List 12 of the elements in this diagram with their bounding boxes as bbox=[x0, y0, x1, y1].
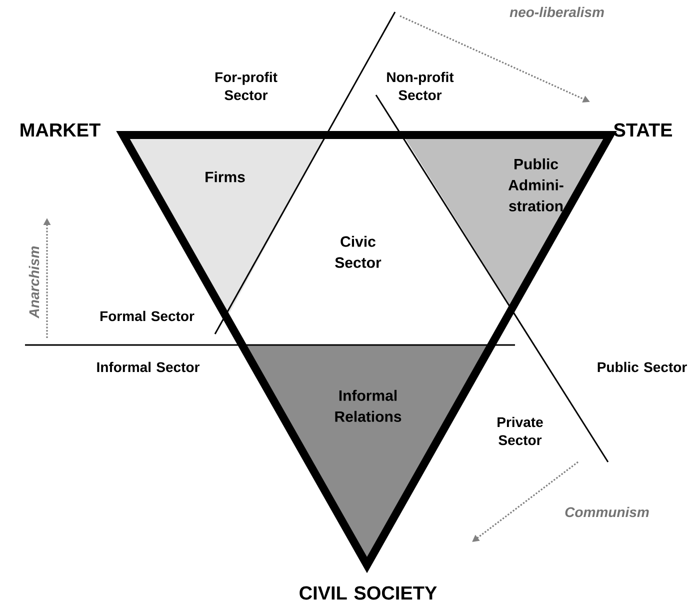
node-label: Civic Sector bbox=[335, 236, 382, 268]
sector-region: Informal Relations bbox=[242, 344, 491, 565]
sector-label: Non-profit Sector bbox=[387, 72, 454, 100]
sector-label: For-profit Sector bbox=[215, 72, 278, 100]
corner-label: CIVIL SOCIETY bbox=[300, 586, 437, 600]
sector-label: Public Sector bbox=[598, 362, 687, 372]
direction-label: Anarchism bbox=[28, 246, 40, 318]
direction-label: Communism bbox=[565, 506, 649, 518]
corner-label: MARKET bbox=[20, 123, 100, 137]
direction-label: neo-liberalism bbox=[510, 6, 604, 18]
sector-label: Informal Sector bbox=[97, 362, 200, 372]
corner-label: STATE bbox=[614, 123, 672, 137]
